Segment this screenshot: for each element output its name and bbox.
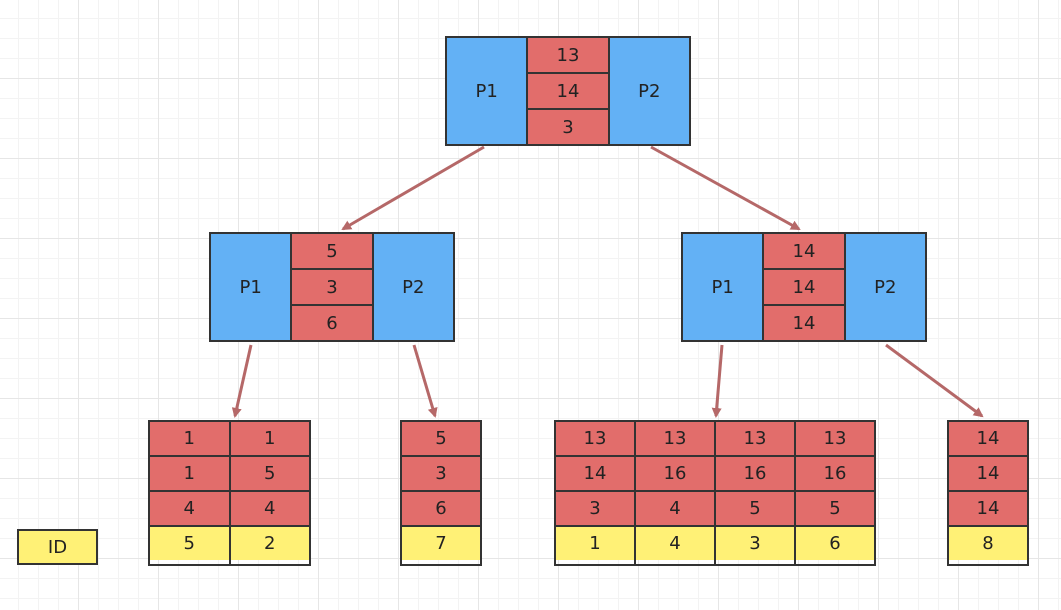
root-key: 3 [528,108,608,144]
leaf-node-3: 13 14 3 1 13 16 4 4 13 16 5 3 13 16 5 6 [554,420,876,566]
left-internal-key: 5 [292,234,372,268]
leaf-key-cell: 14 [949,490,1027,525]
leaf-key-cell: 4 [636,490,714,525]
right-internal-key: 14 [764,234,844,268]
leaf-key-cell: 5 [230,455,309,490]
leaf-key-cell: 16 [636,455,714,490]
arrow-root-to-right [650,145,801,231]
leaf-record: 13 16 5 6 [794,422,874,564]
leaf-id-cell: 5 [150,525,229,560]
arrow-right-p2-to-leaf4 [885,343,984,418]
leaf-id-cell: 3 [716,525,794,560]
leaf-record: 5 3 6 7 [402,422,480,564]
leaf-key-cell: 13 [636,422,714,455]
leaf-key-cell: 16 [716,455,794,490]
leaf-record: 14 14 14 8 [949,422,1027,564]
left-internal-node: P1 5 3 6 P2 [209,232,455,342]
arrow-left-p2-to-leaf2 [412,344,438,418]
right-internal-node: P1 14 14 14 P2 [681,232,927,342]
leaf-node-4: 14 14 14 8 [947,420,1029,566]
root-left-pointer: P1 [447,38,527,144]
leaf-key-cell: 5 [796,490,874,525]
leaf-key-cell: 1 [150,422,229,455]
leaf-key-cell: 3 [556,490,634,525]
leaf-key-cell: 4 [150,490,229,525]
leaf-key-cell: 16 [796,455,874,490]
leaf-key-cell: 5 [716,490,794,525]
leaf-record: 1 1 4 5 [150,422,229,564]
leaf-key-cell: 4 [230,490,309,525]
leaf-key-cell: 5 [402,422,480,455]
root-key: 14 [528,72,608,108]
leaf-id-cell: 8 [949,525,1027,560]
root-right-pointer: P2 [609,38,689,144]
leaf-node-2: 5 3 6 7 [400,420,482,566]
leaf-key-cell: 13 [796,422,874,455]
left-internal-key: 6 [292,304,372,340]
leaf-key-cell: 13 [716,422,794,455]
leaf-id-cell: 6 [796,525,874,560]
leaf-key-cell: 1 [230,422,309,455]
leaf-id-cell: 2 [230,525,309,560]
leaf-id-cell: 4 [636,525,714,560]
leaf-record: 13 16 5 3 [714,422,794,564]
right-internal-left-pointer: P1 [683,234,763,340]
legend-id-label: ID [17,529,98,565]
leaf-key-cell: 3 [402,455,480,490]
leaf-key-cell: 14 [556,455,634,490]
leaf-key-cell: 6 [402,490,480,525]
leaf-key-cell: 1 [150,455,229,490]
right-internal-keys: 14 14 14 [762,234,846,340]
leaf-key-cell: 14 [949,422,1027,455]
left-internal-left-pointer: P1 [211,234,291,340]
arrow-left-p1-to-leaf1 [231,344,253,418]
leaf-key-cell: 13 [556,422,634,455]
leaf-id-cell: 1 [556,525,634,560]
leaf-record: 1 5 4 2 [228,422,309,564]
root-keys: 13 14 3 [526,38,610,144]
leaf-id-cell: 7 [402,525,480,560]
left-internal-key: 3 [292,268,372,304]
left-internal-right-pointer: P2 [373,234,453,340]
right-internal-key: 14 [764,268,844,304]
leaf-record: 13 16 4 4 [634,422,714,564]
root-node: P1 13 14 3 P2 [445,36,691,146]
leaf-key-cell: 14 [949,455,1027,490]
arrow-right-p1-to-leaf3 [711,344,724,418]
right-internal-key: 14 [764,304,844,340]
left-internal-keys: 5 3 6 [290,234,374,340]
leaf-node-1: 1 1 4 5 1 5 4 2 [148,420,311,566]
right-internal-right-pointer: P2 [845,234,925,340]
leaf-record: 13 14 3 1 [556,422,634,564]
arrow-root-to-left [341,145,485,231]
root-key: 13 [528,38,608,72]
